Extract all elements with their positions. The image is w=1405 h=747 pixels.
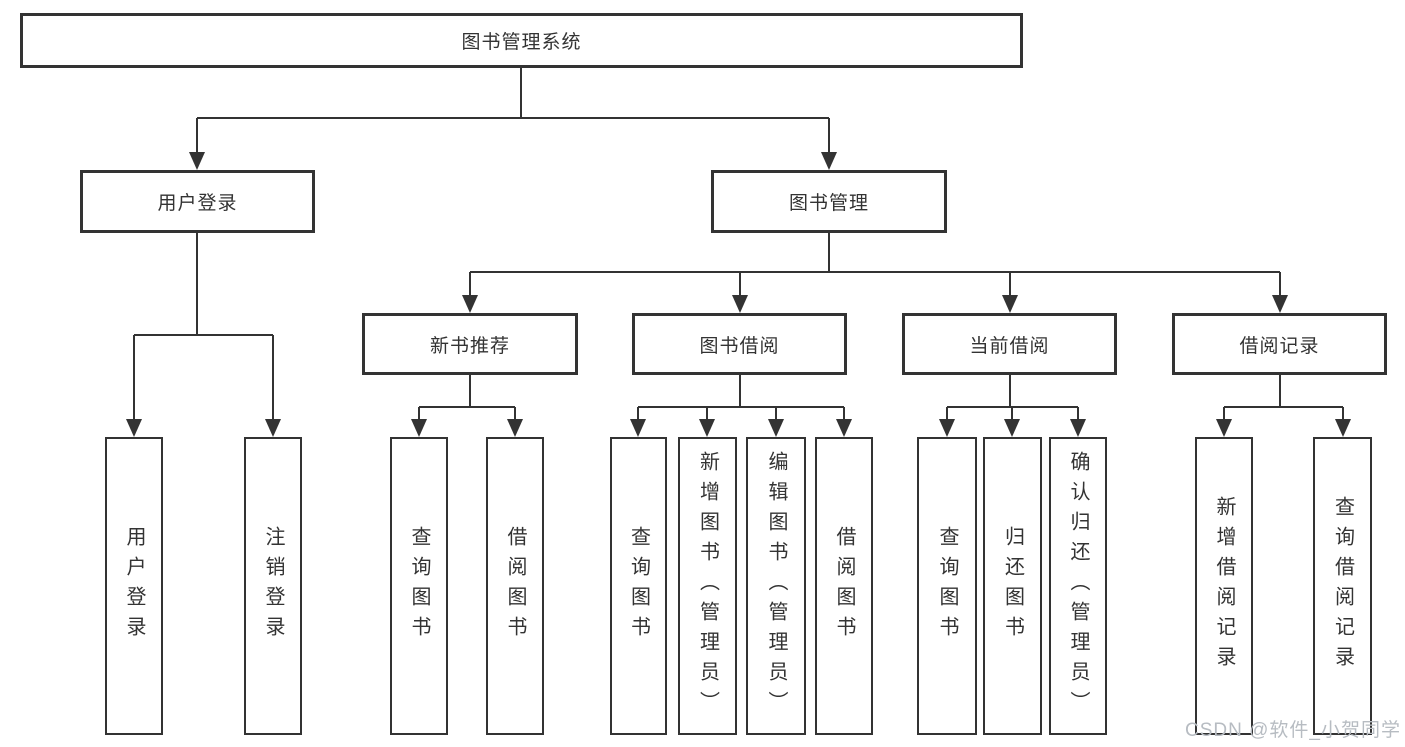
- node-user-login: 用户登录: [80, 170, 315, 233]
- arrowhead-icon: [939, 419, 955, 437]
- csdn-watermark: CSDN @软件_小贺同学: [1185, 720, 1401, 741]
- connector-new-book-to-leaves: [418, 375, 516, 420]
- node-borrowing-records-label: 借阅记录: [1239, 335, 1320, 357]
- leaf-add-borrow-record: 新增借阅记录: [1195, 437, 1253, 735]
- leaf-borrow-book-recommend-label: 借阅图书: [504, 526, 526, 646]
- leaf-query-book-recommend: 查询图书: [390, 437, 448, 735]
- arrowhead-icon: [1004, 419, 1020, 437]
- leaf-query-book-borrowing-label: 查询图书: [627, 526, 650, 646]
- arrowhead-icon: [507, 419, 523, 437]
- node-book-borrowing-label: 图书借阅: [699, 335, 780, 357]
- leaf-logout-label: 注销登录: [262, 526, 284, 646]
- arrowhead-icon: [732, 295, 748, 313]
- arrowhead-icon: [1002, 295, 1018, 313]
- leaf-edit-book-admin: 编辑图书（管理员）: [746, 437, 806, 735]
- leaf-logout: 注销登录: [244, 437, 302, 735]
- leaf-borrow-book-borrowing: 借阅图书: [815, 437, 873, 735]
- arrowhead-icon: [126, 419, 142, 437]
- arrowhead-icon: [836, 419, 852, 437]
- arrowhead-icon: [1216, 419, 1232, 437]
- leaf-borrow-book-recommend: 借阅图书: [486, 437, 544, 735]
- leaf-user-login-label: 用户登录: [123, 526, 145, 646]
- node-book-management: 图书管理: [711, 170, 947, 233]
- arrowhead-icon: [630, 419, 646, 437]
- leaf-borrow-book-borrowing-label: 借阅图书: [833, 526, 855, 646]
- node-user-login-label: 用户登录: [157, 193, 238, 214]
- arrowheads: [126, 152, 1351, 437]
- connector-book-borrowing-to-leaves: [637, 375, 845, 420]
- node-book-borrowing: 图书借阅: [632, 313, 847, 375]
- node-new-book-recommend: 新书推荐: [362, 313, 578, 375]
- leaf-query-borrow-record-label: 查询借阅记录: [1331, 496, 1354, 676]
- arrowhead-icon: [1272, 295, 1288, 313]
- arrowhead-icon: [411, 419, 427, 437]
- node-book-management-label: 图书管理: [788, 193, 869, 214]
- arrowhead-icon: [768, 419, 784, 437]
- node-current-borrowing-label: 当前借阅: [969, 335, 1050, 357]
- connector-root-to-level2: [196, 68, 830, 153]
- connector-current-borrowing-to-leaves: [946, 375, 1079, 420]
- node-root: 图书管理系统: [20, 13, 1023, 68]
- connector-user-login-to-leaves: [133, 233, 274, 420]
- arrowhead-icon: [189, 152, 205, 170]
- leaf-add-borrow-record-label: 新增借阅记录: [1213, 496, 1235, 676]
- connector-book-mgmt-to-level3: [469, 233, 1281, 296]
- leaf-return-book: 归还图书: [983, 437, 1042, 735]
- leaf-confirm-return-admin-label: 确认归还（管理员）: [1067, 451, 1089, 721]
- leaf-query-book-current: 查询图书: [917, 437, 977, 735]
- arrowhead-icon: [1070, 419, 1086, 437]
- leaf-query-borrow-record: 查询借阅记录: [1313, 437, 1372, 735]
- leaf-query-book-current-label: 查询图书: [936, 526, 958, 646]
- arrowhead-icon: [821, 152, 837, 170]
- connector-paths: [133, 68, 1344, 420]
- leaf-add-book-admin-label: 新增图书（管理员）: [696, 451, 719, 721]
- arrowhead-icon: [462, 295, 478, 313]
- leaf-confirm-return-admin: 确认归还（管理员）: [1049, 437, 1107, 735]
- node-new-book-recommend-label: 新书推荐: [429, 335, 510, 357]
- leaf-user-login: 用户登录: [105, 437, 163, 735]
- node-current-borrowing: 当前借阅: [902, 313, 1117, 375]
- arrowhead-icon: [699, 419, 715, 437]
- leaf-edit-book-admin-label: 编辑图书（管理员）: [765, 451, 787, 721]
- node-root-label: 图书管理系统: [461, 32, 582, 53]
- connector-borrowing-records-to-leaves: [1223, 375, 1344, 420]
- leaf-query-book-borrowing: 查询图书: [610, 437, 667, 735]
- leaf-add-book-admin: 新增图书（管理员）: [678, 437, 737, 735]
- arrowhead-icon: [1335, 419, 1351, 437]
- leaf-return-book-label: 归还图书: [1001, 526, 1024, 646]
- node-borrowing-records: 借阅记录: [1172, 313, 1387, 375]
- leaf-query-book-recommend-label: 查询图书: [408, 526, 430, 646]
- arrowhead-icon: [265, 419, 281, 437]
